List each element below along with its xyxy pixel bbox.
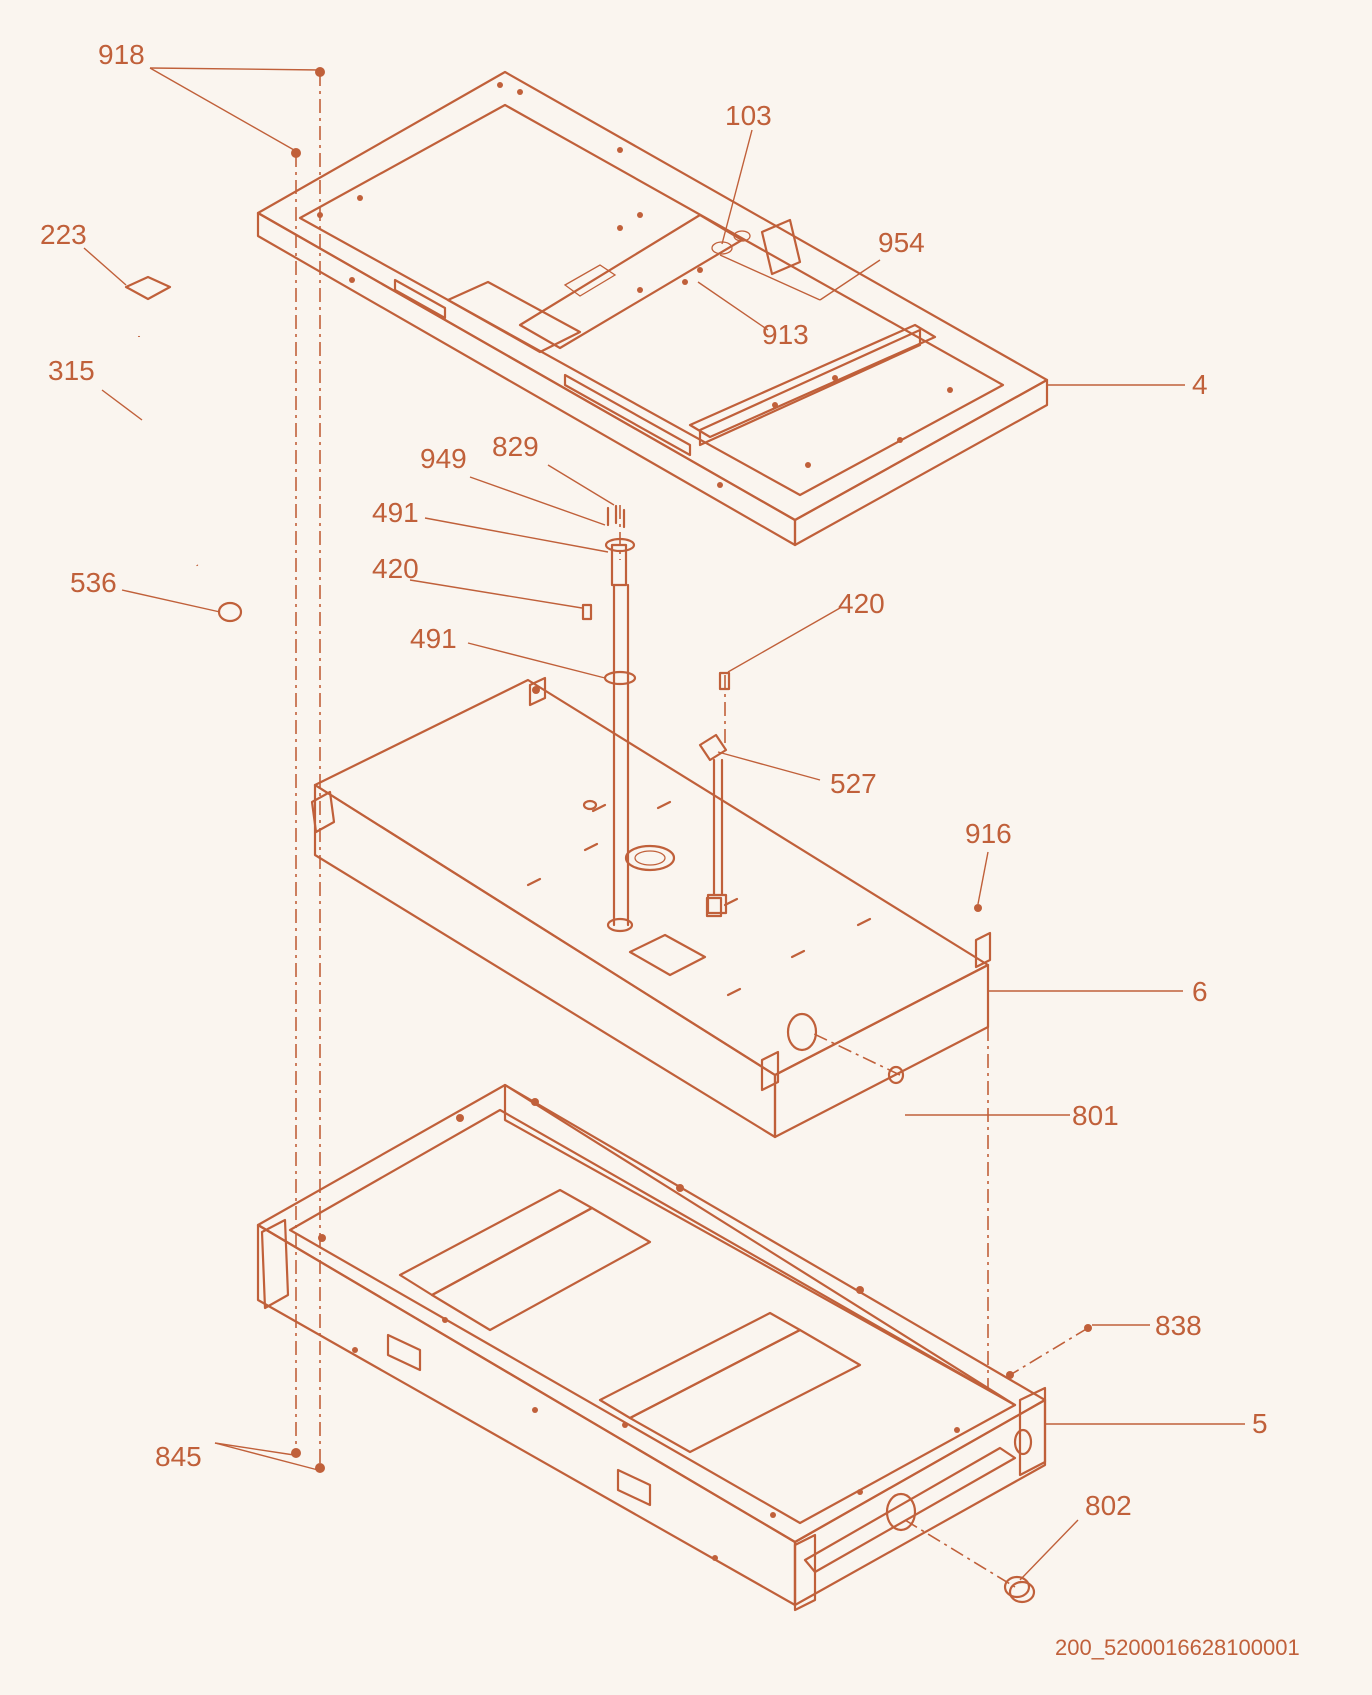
callout-536: 536: [70, 567, 117, 598]
callout-916: 916: [965, 818, 1012, 849]
small-parts: [124, 67, 1092, 1604]
callout-838: 838: [1155, 1310, 1202, 1341]
callout-829: 829: [492, 431, 539, 462]
callout-103: 103: [725, 100, 772, 131]
callout-5: 5: [1252, 1408, 1268, 1439]
callout-labels: 918 223 315 536 103 954 913 4 949 829 49…: [40, 39, 1300, 1660]
top-frame: [256, 70, 1049, 547]
callout-4: 4: [1192, 369, 1208, 400]
callout-527: 527: [830, 768, 877, 799]
callout-420-left: 420: [372, 553, 419, 584]
callout-6: 6: [1192, 976, 1208, 1007]
callout-801: 801: [1072, 1100, 1119, 1131]
callout-491-bottom: 491: [410, 623, 457, 654]
leader-lines: [83, 67, 1245, 1581]
callout-845: 845: [155, 1441, 202, 1472]
callout-949: 949: [420, 443, 467, 474]
callout-913: 913: [762, 319, 809, 350]
drawing-code: 200_5200016628100001: [1055, 1635, 1300, 1660]
callout-315: 315: [48, 355, 95, 386]
tank: [310, 676, 992, 1139]
callout-918: 918: [98, 39, 145, 70]
callout-491-top: 491: [372, 497, 419, 528]
callout-420-right: 420: [838, 588, 885, 619]
assembly-axes: [295, 72, 1089, 1588]
callout-223: 223: [40, 219, 87, 250]
callout-802: 802: [1085, 1490, 1132, 1521]
callout-954: 954: [878, 227, 925, 258]
base-tray: [256, 1083, 1047, 1612]
